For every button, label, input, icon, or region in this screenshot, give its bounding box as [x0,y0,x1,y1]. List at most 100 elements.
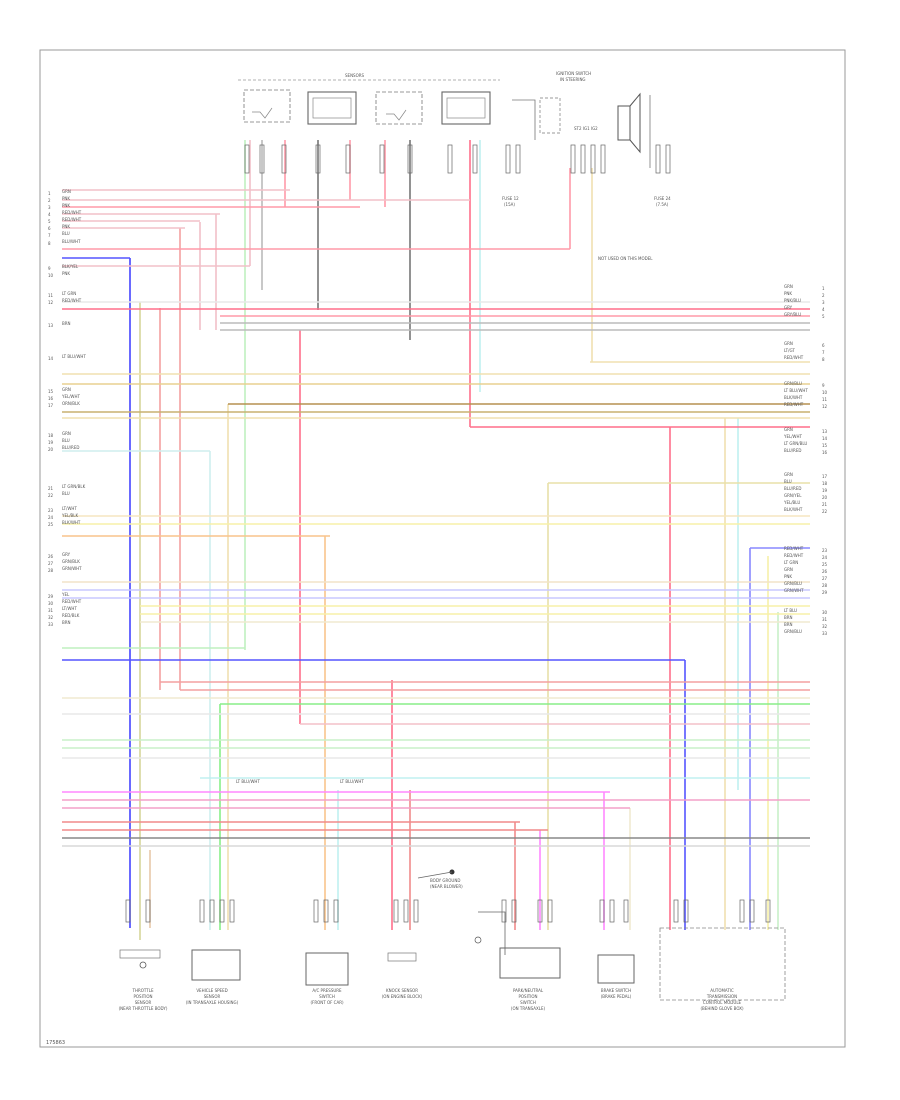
right-wire-color: LT BLU/WHT [784,388,808,393]
top-pin-14 [600,144,606,174]
right-wire-color: BLK/WHT [784,507,803,512]
sensors-header: SENSORS [345,73,365,78]
right-wire-color: BLK/WHT [784,395,803,400]
left-wire-number: 6 [48,226,51,231]
right-wire-number: 12 [822,404,828,409]
left-wire-number: 12 [48,300,54,305]
left-wire-number: 23 [48,508,54,513]
left-wire-number: 22 [48,493,54,498]
left-wire-color: PNK [62,203,70,208]
left-wire-number: 7 [48,233,51,238]
left-wire-number: 33 [48,622,54,627]
left-wire-color: RED/WHT [62,298,82,303]
ignition-switch-title: IGNITION SWITCH [556,71,591,76]
left-wire-number: 8 [48,241,51,246]
left-wire-color: LT GRN/BLK [62,484,86,489]
body-ground-label: BODY GROUND [430,878,460,883]
left-wire-color: BLU [62,491,70,496]
ground-note: NOT USED ON THIS MODEL [598,256,653,261]
diagram-frame [39,49,846,1048]
left-wire-number: 1 [48,191,51,196]
component-caption-line: TRANSMISSION [706,994,737,999]
right-wire-number: 21 [822,502,828,507]
component-caption-line: PARK/NEUTRAL [513,988,544,993]
top-pin-9 [505,144,511,174]
ignition-switch-sub: IN STEERING [560,77,586,82]
right-wire-number: 22 [822,509,828,514]
ignition-switch-label: ST2 IG1 IG2 [574,126,598,131]
component-caption-line: SWITCH [319,994,335,999]
top-pin-16 [665,144,671,174]
component-knock [387,952,417,962]
pin-stub-2 [199,899,205,923]
right-wire-color: RED/WHT [784,546,804,551]
right-wire-number: 3 [822,300,825,305]
left-wire-color: BRN [62,620,71,625]
right-wire-color: LT GRN [784,560,798,565]
pin-stub-19 [673,899,679,923]
component-caption-line: AUTOMATIC [710,988,734,993]
left-wire-color: BRN [62,321,71,326]
right-wire-number: 11 [822,397,828,402]
component-caption-line: POSITION [518,994,537,999]
pin-stub-15 [547,899,553,923]
left-wire-color: GRY [62,552,71,557]
right-wire-number: 8 [822,357,825,362]
top-pin-15 [655,144,661,174]
right-wire-color: LT/GT [784,348,795,353]
left-wire-number: 25 [48,522,54,527]
top-pin-8 [472,144,478,174]
horizontal-wires [62,189,810,847]
component-caption-line: (IN TRANSAXLE HOUSING) [186,1000,239,1005]
right-wire-number: 2 [822,293,825,298]
right-wire-color: PNK [784,574,792,579]
left-wire-color: BLU/WHT [62,239,81,244]
footer-code: 175863 [46,1040,65,1046]
pin-stub-16 [599,899,605,923]
right-wire-number: 6 [822,343,825,348]
left-wire-number: 4 [48,212,51,217]
component-caption-line: (ON ENGINE BLOCK) [382,994,423,999]
left-wire-number: 27 [48,561,54,566]
top-pin-0 [244,144,250,174]
right-wire-number: 17 [822,474,828,479]
right-wire-color: BRN [784,622,793,627]
left-wire-number: 14 [48,356,54,361]
right-wire-color: GRN [784,341,793,346]
right-wire-number: 19 [822,488,828,493]
left-wire-color: RED/WHT [62,599,82,604]
component-atcm [659,927,786,1001]
component-pnp [474,911,561,979]
right-wire-color: RED/WHT [784,355,804,360]
pin-stub-12 [501,899,507,923]
left-wire-color: ORN/BLK [62,401,80,406]
right-wire-color: LT BLU [784,608,797,613]
right-wire-number: 14 [822,436,828,441]
left-wire-number: 11 [48,293,54,298]
component-caption-line: SWITCH [520,1000,536,1005]
left-wire-color: BLK/WHT [62,520,81,525]
fuse-left-sub: (15A) [504,202,515,207]
pin-stub-21 [739,899,745,923]
fuse-left-label: FUSE 12 [502,196,519,201]
left-wire-number: 9 [48,266,51,271]
component-caption-line: BRAKE SWITCH [601,988,631,993]
pin-stub-4 [219,899,225,923]
right-wire-number: 31 [822,617,828,622]
component-caption-line: VEHICLE SPEED [196,988,227,993]
right-wire-color: RED/WHT [784,553,804,558]
left-wire-number: 16 [48,396,54,401]
top-pin-4 [345,144,351,174]
left-wire-number: 26 [48,554,54,559]
right-wire-number: 27 [822,576,828,581]
left-wire-color: GRN/BLK [62,559,80,564]
sensor-connector-1 [243,89,291,123]
component-caption-line: SENSOR [204,994,221,999]
sensor-connector-4 [441,91,491,125]
right-wire-number: 10 [822,390,828,395]
top-pin-5 [379,144,385,174]
right-wire-color: GRN/BLU [784,629,802,634]
pin-stub-0 [125,899,131,923]
component-caption-line: (NEAR THROTTLE BODY) [119,1006,168,1011]
